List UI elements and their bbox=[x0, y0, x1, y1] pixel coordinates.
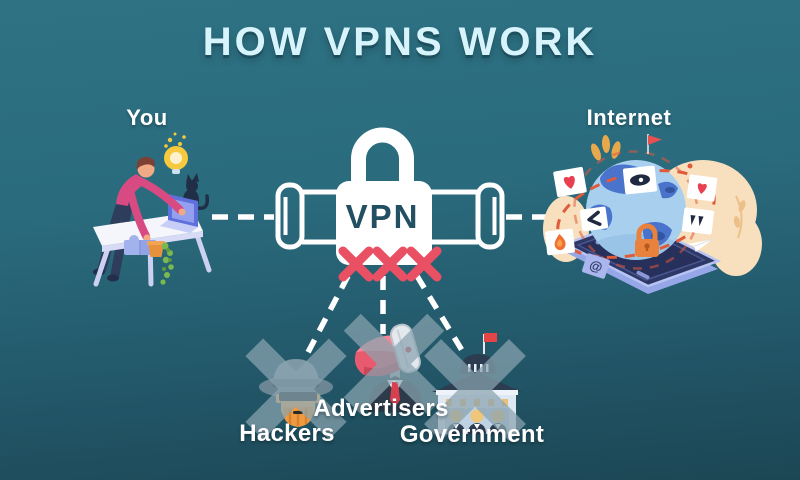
triple-x-icon bbox=[338, 246, 442, 282]
globe-on-phone-illustration: @ bbox=[543, 134, 762, 294]
red-flag bbox=[484, 333, 497, 342]
padlock-tunnel-icon: VPN bbox=[275, 127, 505, 282]
lightbulb-icon bbox=[164, 132, 188, 174]
connector-vpn-to-government bbox=[414, 274, 466, 354]
you-label: You bbox=[126, 105, 168, 130]
internet-label: Internet bbox=[586, 105, 672, 130]
government-label: Government bbox=[399, 421, 545, 448]
cloud-blob bbox=[710, 212, 762, 276]
advertiser-megaphone-icon bbox=[343, 313, 445, 415]
heart-card-icon bbox=[686, 174, 718, 202]
paper-plane-icon bbox=[687, 238, 713, 253]
connector-vpn-to-hackers bbox=[301, 274, 351, 362]
hacker-mouth bbox=[293, 411, 303, 414]
person-arm bbox=[134, 176, 184, 214]
person-at-desk-illustration bbox=[93, 132, 212, 287]
tunnel-pipe bbox=[275, 182, 505, 250]
lock-body bbox=[336, 181, 432, 265]
person-arm bbox=[126, 186, 150, 240]
pennant-flag-icon bbox=[647, 134, 662, 154]
government-building-icon bbox=[424, 333, 526, 441]
blocked-cross-overlay bbox=[343, 313, 445, 415]
blocked-cross-overlay bbox=[424, 339, 526, 441]
at-card-icon: @ bbox=[582, 253, 610, 279]
eye-card-icon bbox=[622, 165, 658, 195]
advertisers-label: Advertisers bbox=[313, 395, 449, 422]
leaves-decoration bbox=[590, 135, 621, 161]
svg-text:@: @ bbox=[588, 257, 605, 275]
page-title: HOW VPNS WORK bbox=[202, 20, 598, 64]
quote-card-icon bbox=[681, 207, 715, 235]
person-shoe bbox=[107, 274, 119, 282]
plant-pot-icon bbox=[147, 241, 174, 285]
back-arrow-card-icon bbox=[579, 206, 609, 232]
leaves-decoration bbox=[733, 195, 746, 239]
flame-card-icon bbox=[545, 228, 575, 256]
hacker-spy-icon bbox=[245, 338, 347, 440]
lock-shackle bbox=[351, 127, 414, 183]
orange-lock-icon bbox=[635, 223, 659, 257]
vpn-label: VPN bbox=[346, 198, 420, 235]
person-hair bbox=[136, 156, 155, 170]
hackers-label: Hackers bbox=[239, 420, 335, 447]
person-hand bbox=[143, 234, 151, 242]
person-hand bbox=[178, 208, 186, 216]
blocked-cross-overlay bbox=[245, 338, 347, 440]
advertiser-tie bbox=[390, 382, 400, 407]
heart-card-icon bbox=[553, 166, 587, 198]
dot-decoration bbox=[687, 163, 693, 169]
